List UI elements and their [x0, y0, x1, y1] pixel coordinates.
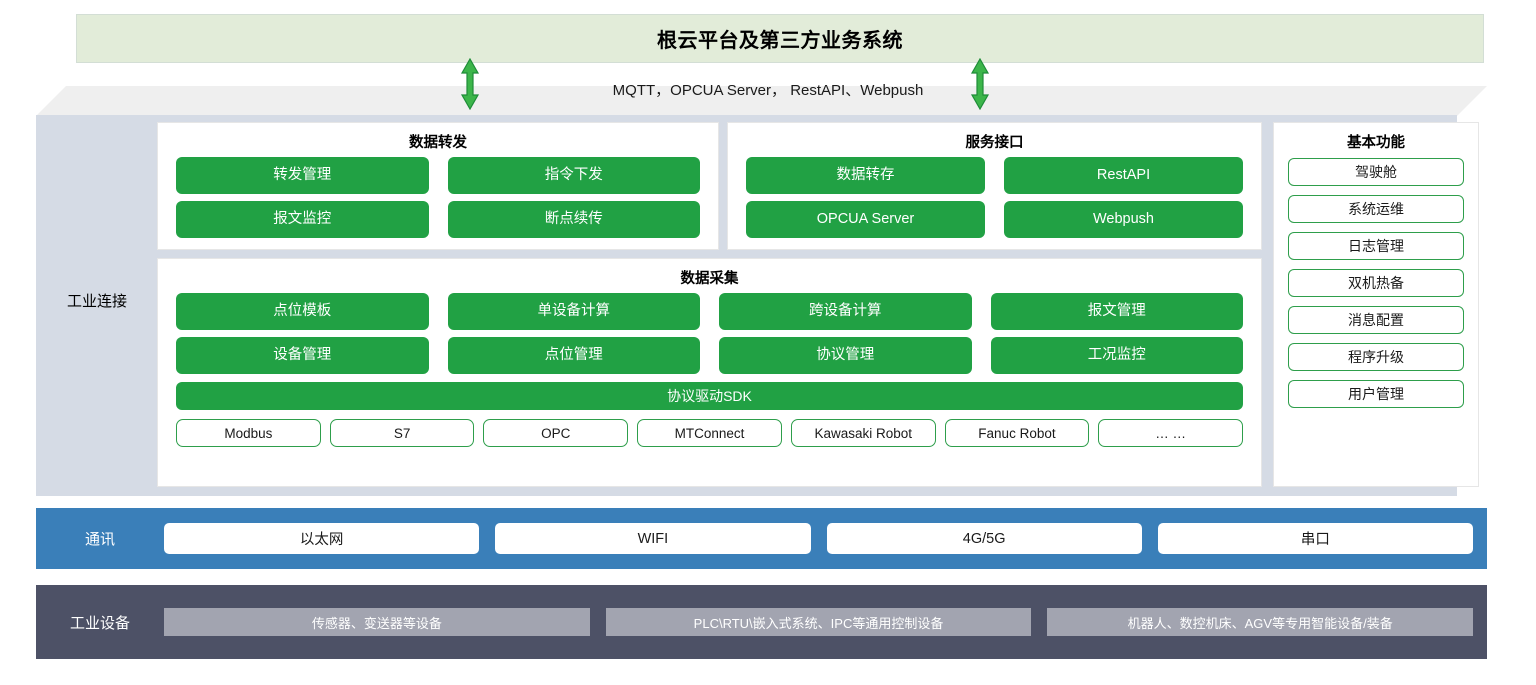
- slab-top-face: [36, 86, 1487, 116]
- feature-button[interactable]: 点位模板: [176, 293, 429, 330]
- service-interface-button-grid: 数据转存 RestAPI OPCUA Server Webpush: [728, 157, 1261, 248]
- section-title-service-interface: 服务接口: [965, 135, 1024, 151]
- industrial-devices-layer: 工业设备 传感器、变送器等设备 PLC\RTU\嵌入式系统、IPC等通用控制设备…: [36, 585, 1487, 659]
- communication-item[interactable]: WIFI: [495, 523, 811, 554]
- protocol-chip[interactable]: Kawasaki Robot: [790, 419, 936, 447]
- layer-label-industrial-devices: 工业设备: [69, 614, 130, 632]
- protocol-chips-row: Modbus S7 OPC MTConnect Kawasaki Robot F…: [176, 419, 1244, 447]
- feature-button[interactable]: 断点续传: [447, 201, 700, 238]
- section-data-collection: 数据采集 点位模板 单设备计算 跨设备计算 报文管理 设备管理 点位管理 协议管…: [157, 258, 1262, 487]
- page-title: 根云平台及第三方业务系统: [657, 30, 903, 52]
- device-category-item[interactable]: PLC\RTU\嵌入式系统、IPC等通用控制设备: [605, 608, 1032, 636]
- protocol-chip[interactable]: S7: [329, 419, 475, 447]
- feature-button[interactable]: 设备管理: [176, 337, 429, 374]
- device-category-item[interactable]: 机器人、数控机床、AGV等专用智能设备/装备: [1047, 608, 1474, 636]
- protocol-chip[interactable]: … …: [1098, 419, 1244, 447]
- basic-function-item[interactable]: 日志管理: [1288, 232, 1464, 260]
- basic-function-item[interactable]: 双机热备: [1288, 269, 1464, 297]
- communication-item[interactable]: 串口: [1157, 523, 1473, 554]
- feature-button[interactable]: 工况监控: [990, 337, 1243, 374]
- feature-button[interactable]: Webpush: [1004, 201, 1243, 238]
- feature-button[interactable]: 单设备计算: [447, 293, 700, 330]
- basic-function-item[interactable]: 用户管理: [1288, 380, 1464, 408]
- layer-label-communication: 通讯: [84, 531, 115, 548]
- data-forward-button-grid: 转发管理 指令下发 报文监控 断点续传: [158, 157, 718, 248]
- data-collection-button-grid: 点位模板 单设备计算 跨设备计算 报文管理 设备管理 点位管理 协议管理 工况监…: [158, 293, 1261, 374]
- communication-layer: 通讯 以太网 WIFI 4G/5G 串口: [36, 508, 1487, 569]
- section-service-interface: 服务接口 数据转存 RestAPI OPCUA Server Webpush: [727, 122, 1262, 250]
- feature-button[interactable]: 跨设备计算: [719, 293, 972, 330]
- industrial-devices-items: 传感器、变送器等设备 PLC\RTU\嵌入式系统、IPC等通用控制设备 机器人、…: [164, 608, 1487, 636]
- protocol-driver-sdk-bar[interactable]: 协议驱动SDK: [176, 382, 1243, 410]
- bidirectional-arrow-left-icon: [460, 58, 480, 110]
- basic-function-item[interactable]: 程序升级: [1288, 343, 1464, 371]
- feature-button[interactable]: 报文管理: [990, 293, 1243, 330]
- feature-button[interactable]: OPCUA Server: [746, 201, 985, 238]
- feature-button[interactable]: 协议管理: [719, 337, 972, 374]
- feature-button[interactable]: 数据转存: [746, 157, 985, 194]
- layer-label-industrial-connect: 工业连接: [66, 293, 127, 310]
- communication-items: 以太网 WIFI 4G/5G 串口: [164, 523, 1487, 554]
- section-title-data-collection: 数据采集: [680, 271, 739, 287]
- bidirectional-arrow-right-icon: [970, 58, 990, 110]
- section-data-forward: 数据转发 转发管理 指令下发 报文监控 断点续传: [157, 122, 719, 250]
- protocol-line: MQTT，OPCUA Server， RestAPI、Webpush: [0, 76, 1536, 102]
- section-basic-functions: 基本功能 驾驶舱 系统运维 日志管理 双机热备 消息配置 程序升级 用户管理: [1273, 122, 1479, 487]
- device-category-item[interactable]: 传感器、变送器等设备: [164, 608, 590, 636]
- platform-banner: 根云平台及第三方业务系统: [76, 14, 1484, 63]
- feature-button[interactable]: 转发管理: [176, 157, 429, 194]
- basic-functions-list: 驾驶舱 系统运维 日志管理 双机热备 消息配置 程序升级 用户管理: [1274, 158, 1478, 408]
- protocol-chip[interactable]: Fanuc Robot: [944, 419, 1090, 447]
- feature-button[interactable]: RestAPI: [1004, 157, 1243, 194]
- feature-button[interactable]: 指令下发: [447, 157, 700, 194]
- basic-function-item[interactable]: 系统运维: [1288, 195, 1464, 223]
- feature-button[interactable]: 点位管理: [447, 337, 700, 374]
- protocol-chip[interactable]: Modbus: [176, 419, 321, 447]
- section-title-data-forward: 数据转发: [409, 135, 467, 151]
- protocol-chip[interactable]: OPC: [483, 419, 629, 447]
- protocol-line-text: MQTT，OPCUA Server， RestAPI、Webpush: [612, 81, 924, 99]
- section-title-basic-functions: 基本功能: [1347, 135, 1405, 151]
- communication-item[interactable]: 4G/5G: [826, 523, 1142, 554]
- protocol-chip[interactable]: MTConnect: [637, 419, 782, 447]
- basic-function-item[interactable]: 消息配置: [1288, 306, 1464, 334]
- basic-function-item[interactable]: 驾驶舱: [1288, 158, 1464, 186]
- communication-item[interactable]: 以太网: [164, 523, 480, 554]
- feature-button[interactable]: 报文监控: [176, 201, 429, 238]
